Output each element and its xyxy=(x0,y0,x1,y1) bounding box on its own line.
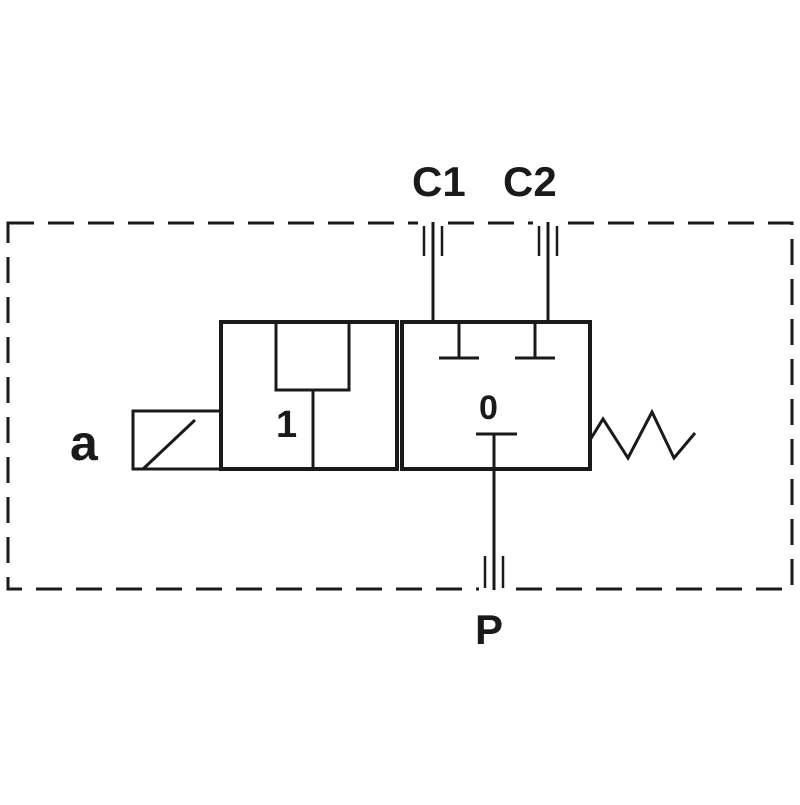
solenoid-actuator xyxy=(131,409,223,471)
port-p-label: P xyxy=(475,606,503,653)
port-c2-label: C2 xyxy=(503,158,557,205)
actuator-label: a xyxy=(70,415,99,471)
dashed-enclosure xyxy=(6,221,794,591)
port-p xyxy=(483,434,505,590)
return-spring xyxy=(588,408,697,461)
position-0-box xyxy=(400,320,592,471)
port-c2 xyxy=(537,222,559,322)
position-1-label: 1 xyxy=(276,404,297,446)
port-c1 xyxy=(422,222,444,322)
position-1-box xyxy=(219,320,399,471)
position-0-label: 0 xyxy=(479,389,498,427)
port-c1-label: C1 xyxy=(412,158,466,205)
